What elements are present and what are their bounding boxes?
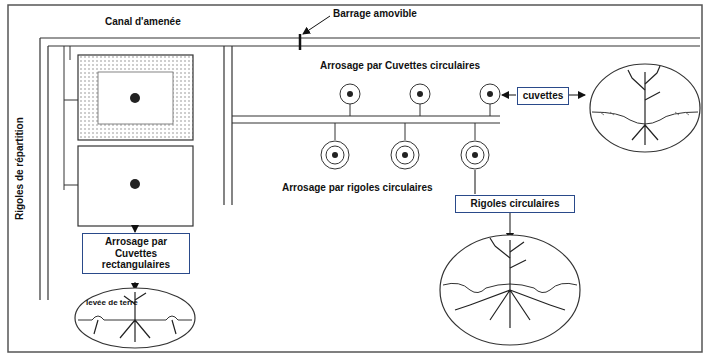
barrage-label: Barrage amovible xyxy=(333,8,417,19)
box-text: Arrosage par Cuvettes rectangulaires xyxy=(87,236,185,271)
cuvettes-box: cuvettes xyxy=(517,87,569,105)
canal-label: Canal d'amenée xyxy=(105,16,181,27)
box-text: cuvettes xyxy=(522,90,564,102)
callout-label: levée de terre xyxy=(86,299,138,308)
channel-label: Rigoles de répartition xyxy=(14,117,25,220)
method-label: Arrosage par rigoles circulaires xyxy=(282,182,433,193)
rigoles-box: Rigoles circulaires xyxy=(455,195,575,213)
method-box: Arrosage par Cuvettes rectangulaires xyxy=(82,233,190,274)
box-text: Rigoles circulaires xyxy=(460,198,570,210)
method-label: Arrosage par Cuvettes circulaires xyxy=(320,60,480,71)
